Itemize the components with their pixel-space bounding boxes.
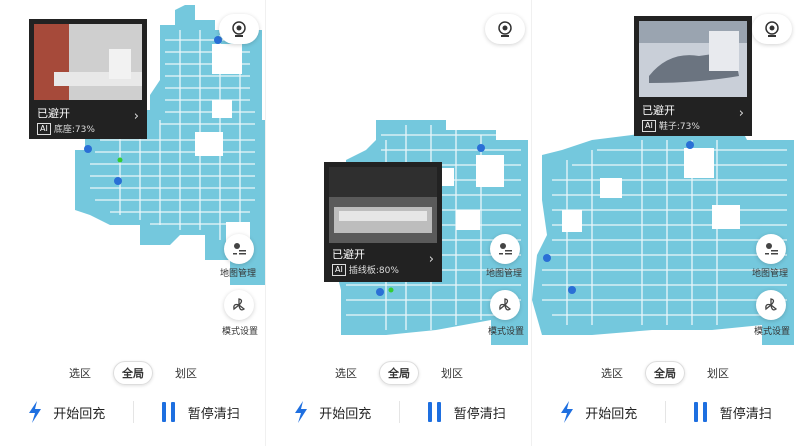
map-manage-label: 地图管理: [486, 269, 523, 279]
tab-global[interactable]: 全局: [113, 361, 153, 385]
cleaning-map[interactable]: [0, 0, 265, 345]
popup-desc: 鞋子:73%: [658, 122, 700, 132]
fan-mode-icon: [765, 298, 778, 311]
popup-title: 已避开: [37, 107, 70, 120]
area-tabs: 选区 全局 划区: [266, 361, 531, 385]
camera-record-icon: [232, 21, 246, 37]
avoidance-popup[interactable]: 已避开 AI 插线板:80% ›: [324, 162, 442, 282]
lightning-icon: [561, 401, 574, 423]
fan-mode-icon: [499, 298, 512, 311]
map-manage-label: 地图管理: [220, 269, 257, 279]
recharge-label: 开始回充: [53, 406, 106, 422]
pause-icon: [693, 402, 707, 422]
recharge-label: 开始回充: [319, 406, 372, 422]
lightning-icon: [29, 401, 42, 423]
pause-icon: [161, 402, 175, 422]
map-manage-label: 地图管理: [752, 269, 789, 279]
tab-global[interactable]: 全局: [645, 361, 685, 385]
pause-button[interactable]: 暂停清扫: [134, 401, 266, 423]
chevron-right-icon: ›: [738, 106, 744, 121]
lightning-icon: [295, 401, 308, 423]
map-manage-button[interactable]: [224, 234, 254, 264]
popup-desc: 底座:73%: [53, 125, 95, 135]
record-button[interactable]: [219, 14, 259, 44]
recharge-button[interactable]: 开始回充: [266, 401, 399, 423]
map-manage-icon: [765, 243, 778, 255]
obstacle-photo: [639, 21, 747, 101]
mode-label: 模式设置: [222, 327, 259, 337]
recharge-button[interactable]: 开始回充: [532, 401, 665, 423]
map-manage-icon: [499, 243, 512, 255]
area-tabs: 选区 全局 划区: [0, 361, 265, 385]
pause-icon: [427, 402, 441, 422]
tab-select[interactable]: 选区: [69, 367, 91, 380]
ai-badge: AI: [642, 119, 656, 132]
pause-button[interactable]: 暂停清扫: [400, 401, 532, 423]
tab-global[interactable]: 全局: [379, 361, 419, 385]
area-tabs: 选区 全局 划区: [532, 361, 798, 385]
mode-label: 模式设置: [754, 327, 791, 337]
camera-record-icon: [765, 21, 779, 37]
map-manage-button[interactable]: [490, 234, 520, 264]
tab-select[interactable]: 选区: [601, 367, 623, 380]
cleaning-map[interactable]: [532, 0, 798, 345]
map-manage-button[interactable]: [756, 234, 786, 264]
pause-label: 暂停清扫: [187, 406, 240, 422]
panel-3: 已避开 AI 鞋子:73% › 地图管理 模式设置 选区 全局 划区: [532, 0, 798, 446]
record-button[interactable]: [752, 14, 792, 44]
recharge-label: 开始回充: [585, 406, 638, 422]
tab-select[interactable]: 选区: [335, 367, 357, 380]
ai-badge: AI: [37, 122, 51, 135]
camera-record-icon: [498, 21, 512, 37]
obstacle-photo: [329, 167, 437, 247]
recharge-button[interactable]: 开始回充: [0, 401, 133, 423]
chevron-right-icon: ›: [428, 252, 434, 267]
record-button[interactable]: [485, 14, 525, 44]
popup-desc: 插线板:80%: [348, 266, 399, 276]
pause-label: 暂停清扫: [453, 406, 506, 422]
tab-draw[interactable]: 划区: [175, 367, 197, 380]
panel-1: 已避开 AI 底座:73% › 地图管理 模式设置 选区 全局 划区: [0, 0, 266, 446]
panel-2: 已避开 AI 插线板:80% › 地图管理 模式设置 选区 全局 划区: [266, 0, 532, 446]
tab-draw[interactable]: 划区: [707, 367, 729, 380]
chevron-right-icon: ›: [133, 109, 139, 124]
mode-button[interactable]: [756, 290, 786, 320]
avoidance-popup[interactable]: 已避开 AI 底座:73% ›: [29, 19, 147, 139]
fan-mode-icon: [233, 298, 246, 311]
mode-button[interactable]: [490, 290, 520, 320]
obstacle-photo: [34, 24, 142, 104]
popup-title: 已避开: [332, 248, 365, 261]
mode-label: 模式设置: [488, 327, 525, 337]
tab-draw[interactable]: 划区: [441, 367, 463, 380]
mode-button[interactable]: [224, 290, 254, 320]
avoidance-popup[interactable]: 已避开 AI 鞋子:73% ›: [634, 16, 752, 136]
pause-button[interactable]: 暂停清扫: [666, 401, 799, 423]
ai-badge: AI: [332, 263, 346, 276]
popup-title: 已避开: [642, 104, 675, 117]
map-manage-icon: [233, 243, 246, 255]
pause-label: 暂停清扫: [719, 406, 772, 422]
